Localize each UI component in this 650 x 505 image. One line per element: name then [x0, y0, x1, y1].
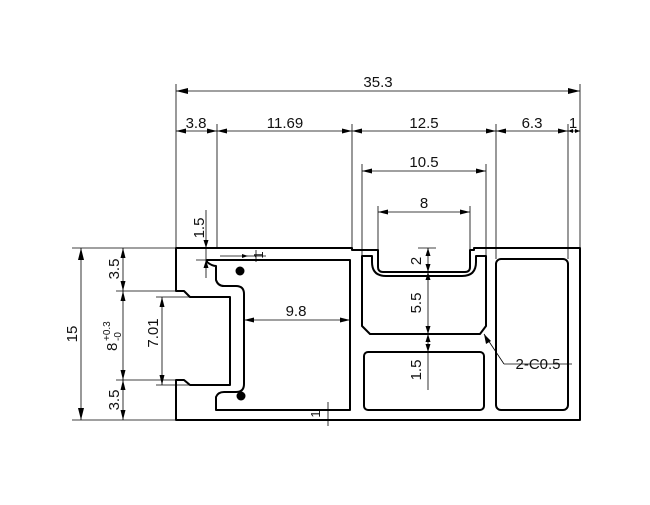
arrow-ls-3	[120, 291, 126, 301]
arrow-ls-2	[120, 281, 126, 291]
label-11-69: 11.69	[267, 115, 303, 132]
arrow-tc-1	[176, 128, 186, 134]
screw-point-bottom	[236, 391, 246, 401]
arrow-ls-5	[120, 380, 126, 390]
arrow-tc-8	[558, 128, 568, 134]
label-8-top: 8	[420, 195, 428, 212]
label-1-5-lower: 1.5	[408, 360, 425, 381]
arrow-15-top	[78, 248, 84, 260]
arrow-105-right	[476, 168, 486, 174]
arrow-ls-6	[120, 410, 126, 420]
arrow-ls-1	[120, 248, 126, 258]
label-5-5: 5.5	[408, 293, 425, 314]
label-6-3: 6.3	[522, 115, 543, 132]
label-3-8: 3.8	[186, 115, 207, 132]
arrow-tc-6	[486, 128, 496, 134]
right-tall-pocket	[495, 258, 569, 411]
profile-outer-outline	[175, 247, 581, 421]
arrow-2-a	[425, 248, 431, 256]
label-1-small-top: 1	[251, 251, 266, 258]
label-8-tolerance: 8 +0.3 -0	[102, 321, 124, 351]
label-1-bottom: 1	[308, 410, 323, 417]
label-10-5: 10.5	[409, 154, 438, 171]
arrow-overall-left	[176, 88, 188, 94]
arrow-chamfer	[484, 334, 491, 344]
label-7-01: 7.01	[145, 318, 162, 347]
label-1-5-top: 1.5	[191, 218, 208, 239]
arrow-15-top-a	[203, 240, 209, 248]
arrow-tc-7	[496, 128, 506, 134]
arrow-15-top-b	[203, 260, 209, 268]
arrow-55-b	[425, 326, 431, 334]
arrow-105-left	[362, 168, 372, 174]
label-3-5-top: 3.5	[106, 259, 123, 280]
arrow-1-small	[242, 254, 248, 258]
arrow-701-top	[159, 297, 165, 307]
arrow-15-lower-a	[425, 334, 431, 342]
arrow-tc-10	[575, 129, 580, 133]
arrow-tc-5	[352, 128, 362, 134]
label-chamfer: 2-C0.5	[515, 356, 560, 373]
c-channel-inner	[206, 259, 351, 411]
arrow-tc-9	[568, 129, 573, 133]
arrow-8-left	[378, 209, 388, 215]
tol-minus: -0	[113, 332, 124, 341]
arrow-98-right	[340, 317, 350, 323]
arrow-15-bottom	[78, 408, 84, 420]
tol-base: 8	[104, 343, 121, 351]
arrow-55-a	[425, 272, 431, 280]
arrow-8-right	[460, 209, 470, 215]
label-9-8: 9.8	[286, 303, 307, 320]
arrow-15-lower-b	[425, 344, 431, 352]
arrow-overall-right	[568, 88, 580, 94]
arrow-tc-4	[342, 128, 352, 134]
arrow-701-bottom	[159, 375, 165, 385]
arrow-98-left	[244, 317, 254, 323]
label-3-5-bottom: 3.5	[106, 390, 123, 411]
label-12-5: 12.5	[409, 115, 438, 132]
arrow-2-b	[425, 264, 431, 272]
arrow-ls-4	[120, 370, 126, 380]
screw-point-top	[235, 266, 245, 276]
label-height-15: 15	[64, 326, 81, 343]
label-2: 2	[408, 257, 425, 265]
arrow-tc-3	[217, 128, 227, 134]
label-overall-width: 35.3	[363, 74, 392, 91]
tol-plus: +0.3	[102, 321, 113, 341]
label-1-right: 1	[569, 115, 577, 132]
arrow-tc-2	[207, 128, 217, 134]
